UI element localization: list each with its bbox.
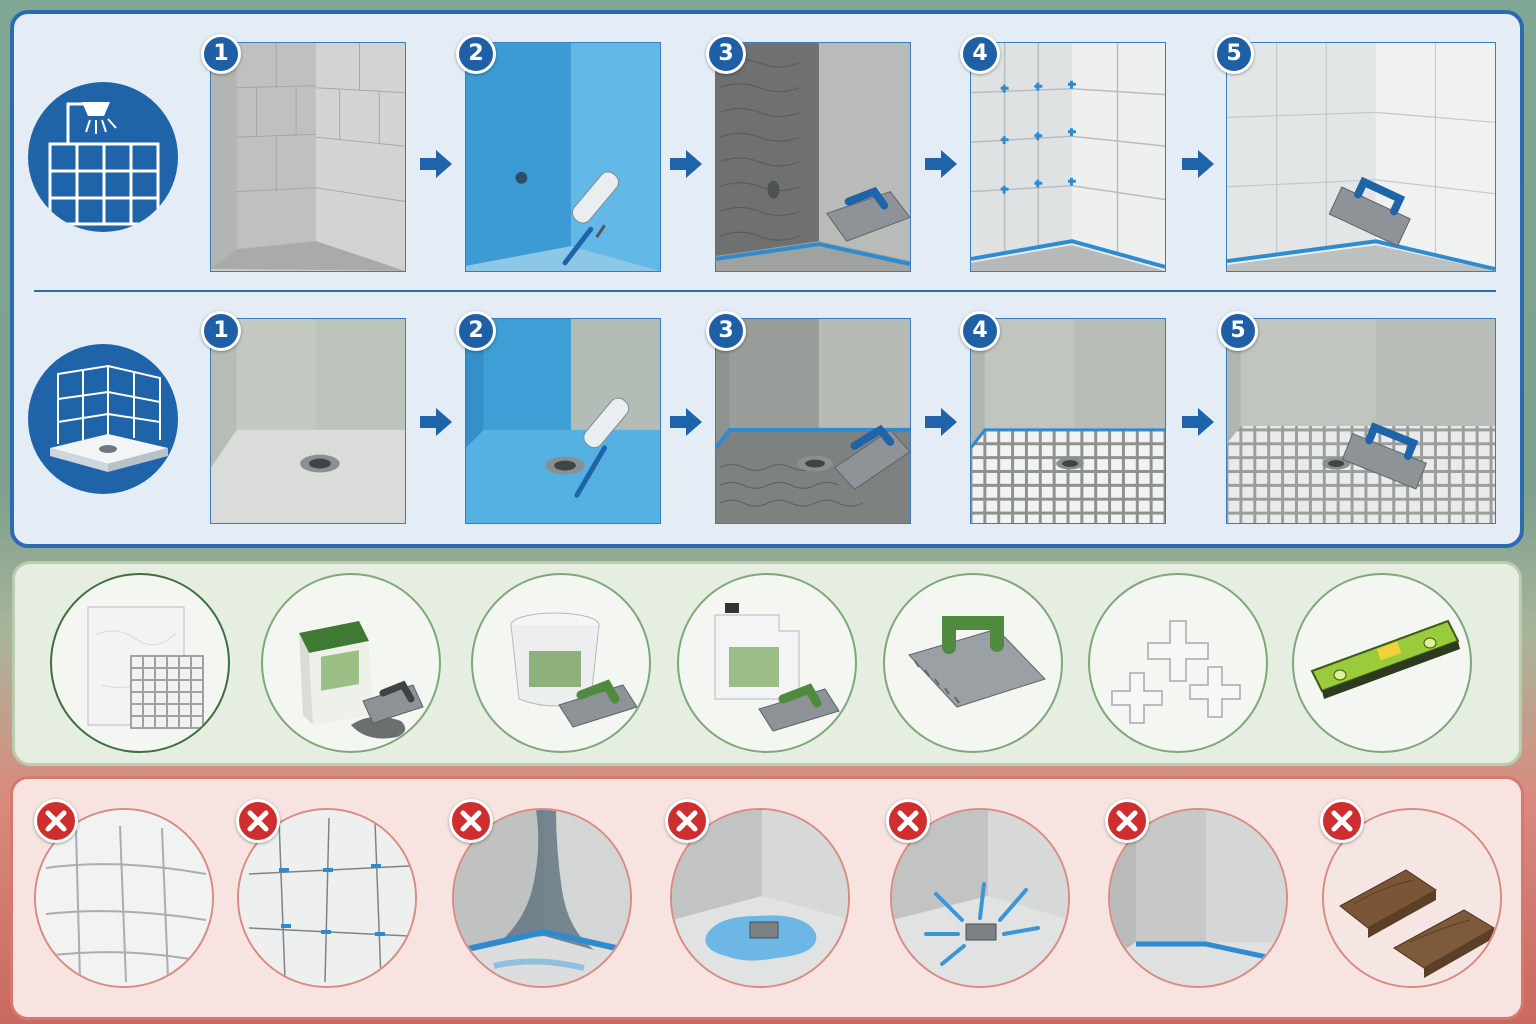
step-badge: 3	[706, 311, 746, 351]
step-badge: 5	[1218, 311, 1258, 351]
arrow-right-icon	[1180, 146, 1216, 182]
arrow-right-icon	[418, 146, 454, 182]
step-badge: 1	[201, 34, 241, 74]
row-divider	[34, 290, 1496, 292]
error-x-icon	[449, 799, 493, 843]
step-card-wall-4	[970, 42, 1166, 272]
step-badge: 2	[456, 34, 496, 74]
arrow-right-icon	[1180, 404, 1216, 440]
step-badge: 2	[456, 311, 496, 351]
tile-adhesive-bag-icon	[261, 573, 441, 753]
step-card-floor-3	[715, 318, 911, 524]
tiles-mosaic-icon	[50, 573, 230, 753]
waterproofing-canister-icon	[677, 573, 857, 753]
step-card-floor-5	[1226, 318, 1496, 524]
arrow-right-icon	[418, 404, 454, 440]
step-card-wall-2	[465, 42, 661, 272]
error-x-icon	[34, 799, 78, 843]
step-card-wall-3	[715, 42, 911, 272]
tile-spacers-icon	[1088, 573, 1268, 753]
step-badge: 1	[201, 311, 241, 351]
spirit-level-icon	[1292, 573, 1472, 753]
wall-shower-tiles-icon	[28, 82, 178, 232]
wood-board-icon	[1322, 808, 1502, 988]
error-x-icon	[1105, 799, 1149, 843]
step-card-floor-4	[970, 318, 1166, 524]
step-card-wall-5	[1226, 42, 1496, 272]
error-x-icon	[1320, 799, 1364, 843]
arrow-right-icon	[668, 146, 704, 182]
error-x-icon	[665, 799, 709, 843]
arrow-right-icon	[923, 146, 959, 182]
step-badge: 3	[706, 34, 746, 74]
error-x-icon	[236, 799, 280, 843]
error-x-icon	[886, 799, 930, 843]
shower-floor-tray-icon	[28, 344, 178, 494]
step-badge: 5	[1214, 34, 1254, 74]
arrow-right-icon	[668, 404, 704, 440]
grout-bucket-icon	[471, 573, 651, 753]
step-card-floor-2	[465, 318, 661, 524]
step-card-floor-1	[210, 318, 406, 524]
step-badge: 4	[960, 34, 1000, 74]
step-card-wall-1	[210, 42, 406, 272]
arrow-right-icon	[923, 404, 959, 440]
step-badge: 4	[960, 311, 1000, 351]
notched-trowel-icon	[883, 573, 1063, 753]
